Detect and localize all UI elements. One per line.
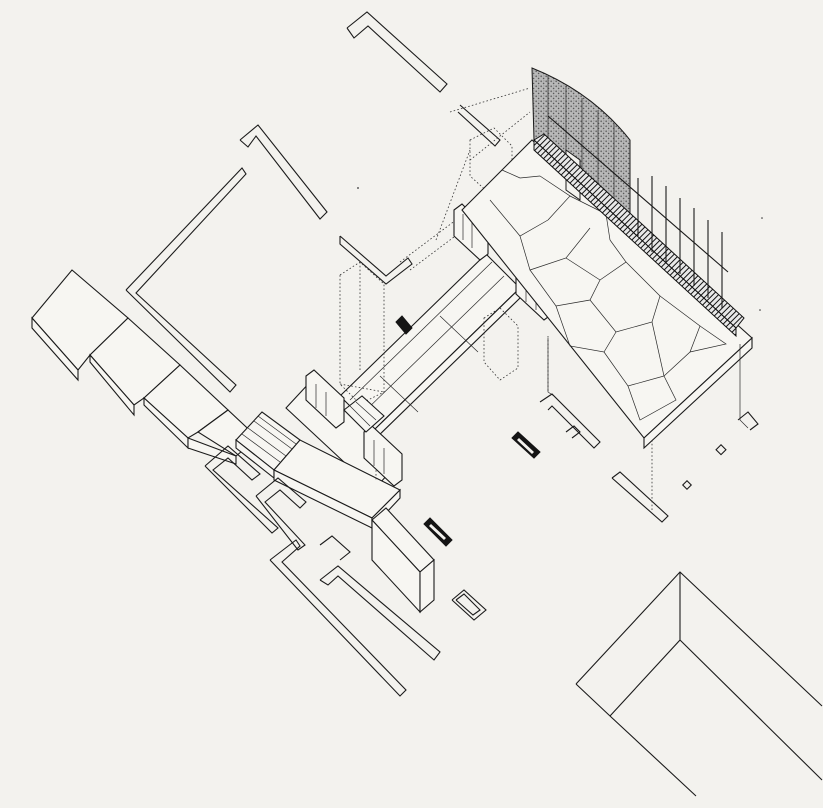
post-railing [548, 116, 728, 308]
stone-paved-platform [462, 140, 752, 448]
dark-plaques [396, 316, 540, 546]
platform-supports [540, 394, 758, 522]
stray-marks [357, 187, 763, 311]
rubble-edge [534, 134, 744, 336]
corner-l-block [576, 572, 822, 796]
small-stair [344, 396, 384, 432]
entry-stair [236, 412, 300, 478]
low-wall-block [372, 508, 434, 612]
lower-wall-outlines [205, 446, 486, 696]
upper-wall-outlines [126, 12, 500, 392]
left-stepped-terraces [32, 270, 258, 464]
